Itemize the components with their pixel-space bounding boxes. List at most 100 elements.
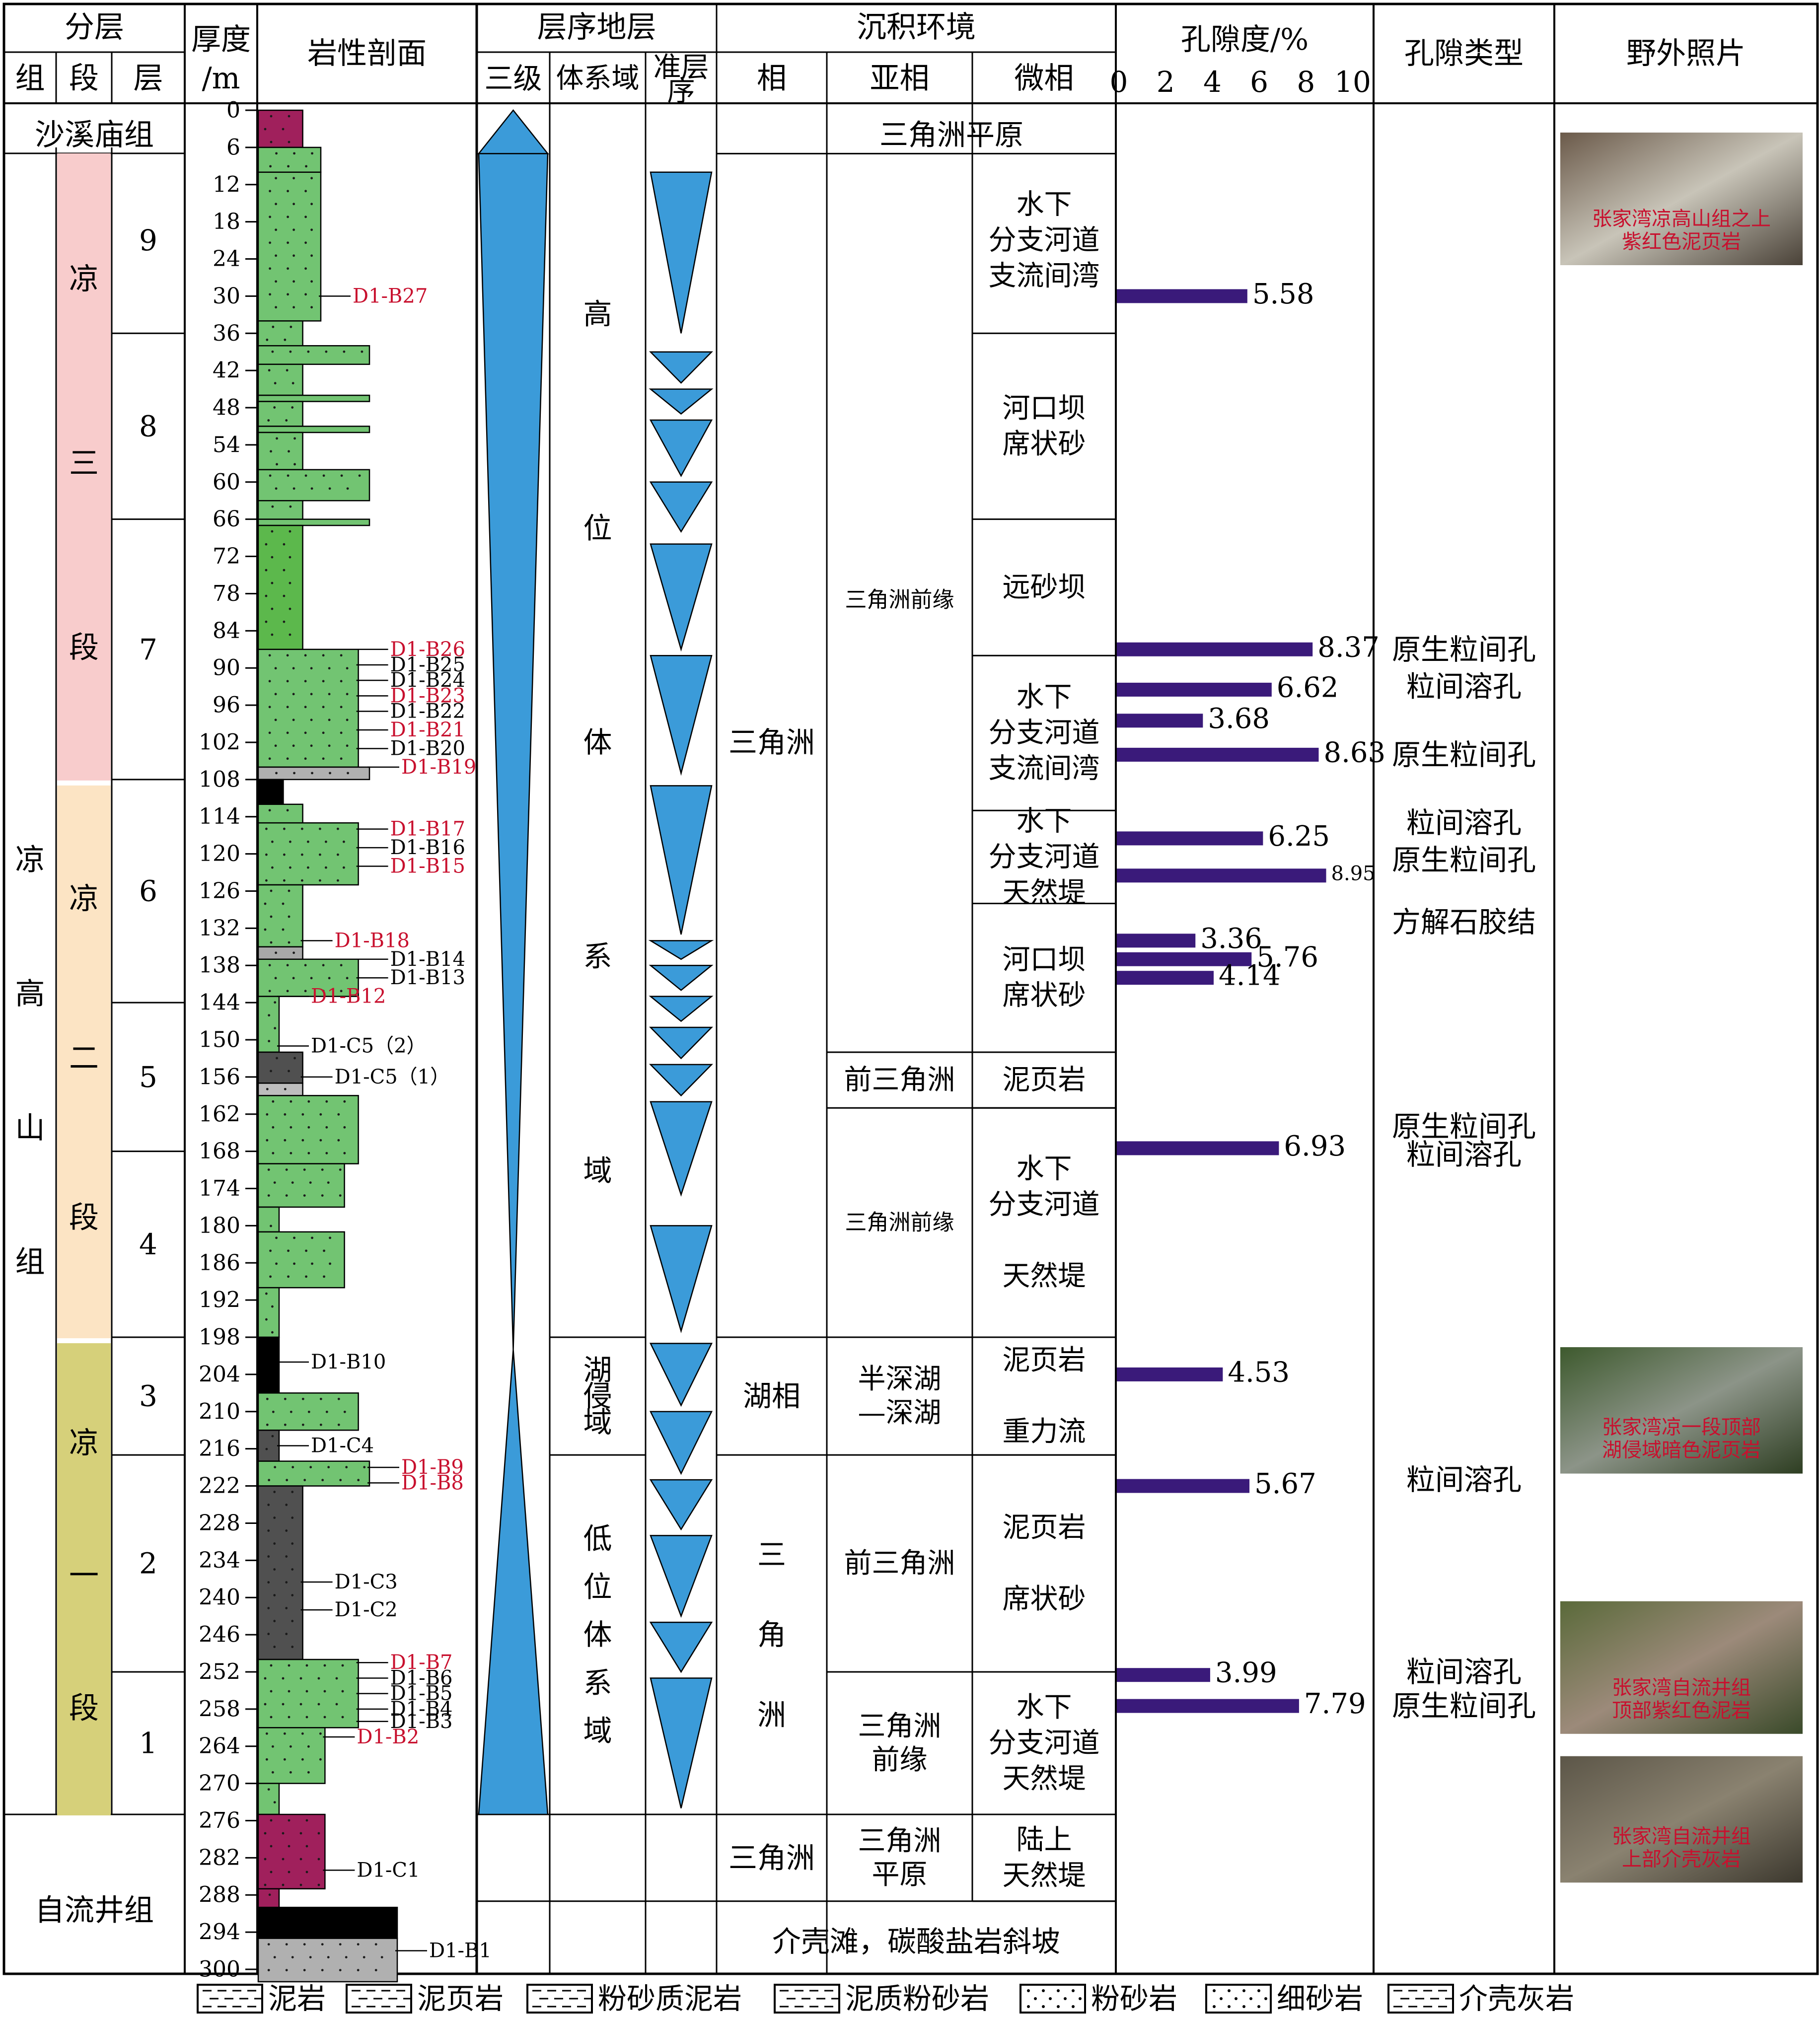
photo-caption: 上部介壳灰岩 — [1622, 1848, 1741, 1871]
porosity-bar — [1117, 971, 1214, 985]
third-order-triangle — [478, 153, 549, 1350]
layer-label: 5 — [139, 1060, 157, 1094]
lithology-texture-dot — [276, 463, 278, 466]
lithology-texture-dot — [275, 487, 278, 490]
lithology-texture-dot — [339, 1168, 342, 1171]
lithology-texture-dot — [310, 719, 313, 721]
sample-label: D1-C3 — [335, 1571, 398, 1593]
lithology-texture-dot — [288, 889, 291, 892]
lithology-texture-dot — [271, 530, 274, 533]
lithology-texture-dot — [304, 990, 307, 993]
parasequence-triangle — [650, 543, 713, 652]
depth-tick-label: 60 — [213, 469, 240, 495]
porosity-bar — [1117, 952, 1252, 966]
sample-label: D1-C5（2） — [311, 1034, 427, 1057]
lithology-bed — [257, 524, 303, 650]
lithology-texture-dot — [322, 990, 325, 993]
lithology-texture-dot — [283, 620, 286, 623]
porosity-value-label: 4.14 — [1219, 960, 1281, 992]
lithology-texture-dot — [305, 1690, 308, 1693]
sample-label: D1-B17 — [390, 818, 465, 841]
depth-tick-label: 192 — [199, 1288, 240, 1313]
lithology-texture-dot — [310, 203, 313, 206]
sample-label: D1-B14 — [390, 948, 465, 971]
lithology-texture-dot — [271, 1771, 274, 1774]
lithology-texture-dot — [328, 744, 331, 747]
lithology-texture-dot — [317, 1703, 320, 1706]
layer-label: 8 — [139, 409, 157, 443]
lithology-texture-dot — [304, 190, 307, 193]
depth-tick-label: 132 — [199, 916, 240, 941]
legend-pattern-dot — [1079, 1997, 1082, 2000]
porosity-bar — [1117, 1367, 1223, 1381]
lithology-texture-dot — [270, 1690, 273, 1693]
lithology-texture-dot — [322, 757, 325, 760]
lithology-texture-dot — [292, 951, 295, 954]
parasequence-triangle — [650, 785, 713, 935]
depth-tick-label: 210 — [199, 1399, 240, 1424]
lithology-texture-dot — [282, 1703, 285, 1706]
microfacies-label: 天然堤 — [1003, 1860, 1086, 1892]
lithology-texture-dot — [289, 866, 291, 869]
depth-tick-label: 36 — [213, 321, 240, 346]
subfacies-label: 三角洲 — [858, 1825, 942, 1857]
microfacies-label: 泥页岩 — [1003, 1344, 1086, 1376]
lithology-texture-dot — [289, 530, 291, 533]
lithology-texture-dot — [284, 1139, 287, 1142]
depositional-environment: 三角洲平原介壳滩，碳酸盐岩斜坡三角洲湖相三角洲三角洲三角洲前缘前三角洲三角洲前缘… — [728, 118, 1100, 1958]
lithology-texture-dot — [343, 1152, 346, 1154]
lithology-texture-dot — [293, 463, 296, 466]
lithology-texture-dot — [319, 827, 321, 830]
lithology-texture-dot — [289, 581, 291, 584]
depth-tick-label: 168 — [199, 1139, 240, 1164]
lithology-texture-dot — [286, 990, 289, 993]
lithology-texture-dot — [274, 1466, 277, 1469]
systems-tract-label: 系 — [583, 1666, 612, 1700]
lithology-texture-dot — [267, 1633, 270, 1635]
porosity-bar — [1117, 868, 1326, 883]
lithology-bed — [257, 500, 303, 520]
lithology-texture-dot — [291, 1491, 294, 1493]
lithology-texture-dot — [343, 1100, 346, 1103]
lithology-texture-dot — [310, 254, 313, 257]
lithology-texture-dot — [269, 474, 272, 477]
member-label: 二 — [69, 1041, 99, 1076]
header-layering: 分层 — [65, 10, 124, 45]
lithology-texture-dot — [323, 1690, 326, 1693]
lithology-column — [257, 109, 398, 1983]
lithology-texture-dot — [301, 879, 303, 882]
lithology-texture-dot — [288, 1716, 291, 1719]
porosity-tick-label: 10 — [1334, 65, 1371, 99]
lithology-texture-dot — [272, 1100, 275, 1103]
pore-type-label: 原生粒间孔 — [1392, 1689, 1536, 1723]
lithology-texture-dot — [329, 1236, 331, 1239]
lithology-bed — [257, 1813, 326, 1890]
lithology-texture-dot — [267, 1555, 270, 1558]
lithology-texture-dot — [274, 667, 277, 670]
lithology-texture-dot — [288, 450, 290, 453]
lithology-texture-dot — [285, 1969, 288, 1972]
lithology-texture-dot — [264, 1858, 267, 1861]
lithology-texture-dot — [343, 1410, 346, 1413]
systems-tract-label: 域 — [583, 1714, 612, 1748]
subfacies-label: 三角洲前缘 — [845, 1210, 954, 1235]
environment-label-bottom: 介壳滩，碳酸盐岩斜坡 — [772, 1925, 1060, 1958]
lithology-texture-dot — [346, 744, 349, 747]
lithology-texture-dot — [289, 840, 291, 843]
lithology-texture-dot — [291, 1568, 294, 1571]
facies-label: 洲 — [757, 1698, 786, 1731]
lithology-texture-dot — [267, 1943, 270, 1946]
lithology-texture-dot — [274, 1001, 277, 1004]
lithology-texture-dot — [284, 338, 287, 341]
lithology-texture-dot — [267, 1168, 270, 1171]
systems-tract-label: 高 — [583, 297, 612, 331]
lithology-texture-dot — [265, 1447, 268, 1450]
parasequence-triangle — [649, 1343, 713, 1407]
legend-label: 泥质粉砂岩 — [845, 1982, 989, 2016]
lithology-texture-dot — [275, 772, 278, 775]
sample-label: D1-B21 — [390, 719, 465, 741]
lithology-texture-dot — [346, 693, 349, 696]
lithology-texture-dot — [291, 1542, 294, 1545]
microfacies-label: 河口坝 — [1003, 392, 1086, 425]
sample-label: D1-C2 — [335, 1598, 398, 1621]
